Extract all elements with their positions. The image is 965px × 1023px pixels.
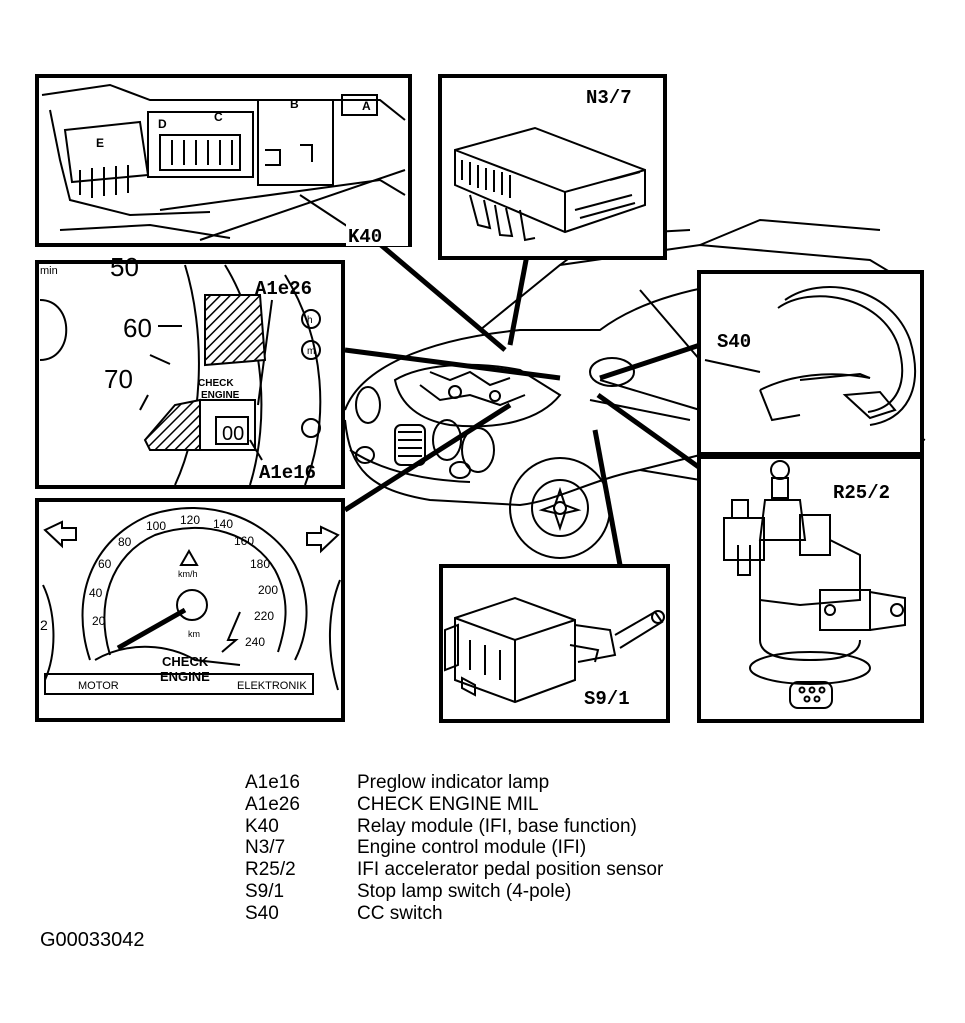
legend-row: A1e16 Preglow indicator lamp bbox=[245, 772, 663, 794]
figure-id: G00033042 bbox=[40, 929, 145, 951]
legend-description: IFI accelerator pedal position sensor bbox=[357, 859, 664, 881]
cluster-lamp-text-1: CHECK bbox=[198, 378, 234, 389]
legend-code: K40 bbox=[245, 815, 279, 837]
s40-callout: S40 bbox=[717, 331, 751, 353]
speedo-lamp-text-1: CHECK bbox=[162, 654, 209, 669]
cluster-odometer: 00 bbox=[222, 423, 244, 445]
instrument-cluster-inset: min 50 60 70 CHECK ENGINE 00 h m A1e26 A… bbox=[35, 252, 345, 489]
cluster-unit-label: min bbox=[40, 265, 58, 277]
speedo-unit-kmh: km/h bbox=[178, 569, 198, 579]
speed-mark-60: 60 bbox=[123, 313, 152, 343]
r25-2-sensor-inset: R25/2 bbox=[697, 455, 924, 723]
legend-description: Engine control module (IFI) bbox=[357, 837, 587, 859]
legend-description: CHECK ENGINE MIL bbox=[357, 793, 539, 815]
n3-7-ecm-inset: N3/7 bbox=[438, 74, 667, 260]
k40-callout: K40 bbox=[348, 226, 382, 248]
fuse-label-e: E bbox=[96, 136, 104, 150]
fuse-label-d: D bbox=[158, 117, 167, 131]
s9-1-switch-inset: S9/1 bbox=[439, 564, 670, 723]
legend-code: R25/2 bbox=[245, 859, 296, 881]
r25-2-callout: R25/2 bbox=[833, 482, 890, 504]
speedo-scale-200: 200 bbox=[258, 583, 278, 597]
legend-row: A1e26 CHECK ENGINE MIL bbox=[245, 794, 663, 816]
legend-code: N3/7 bbox=[245, 837, 286, 859]
a1e26-callout: A1e26 bbox=[255, 278, 312, 300]
speedo-unit-km: km bbox=[188, 629, 200, 639]
speedometer-inset: 20 40 60 80 100 120 140 160 180 200 220 … bbox=[35, 498, 345, 722]
speedo-scale-140: 140 bbox=[213, 517, 233, 531]
speedo-bar-right: ELEKTRONIK bbox=[237, 680, 307, 692]
speedo-edge-digit: 2 bbox=[40, 617, 48, 633]
legend-row: R25/2 IFI accelerator pedal position sen… bbox=[245, 859, 663, 881]
legend-row: S40 CC switch bbox=[245, 903, 663, 925]
speedo-lamp-text-2: ENGINE bbox=[160, 669, 210, 684]
fuse-label-c: C bbox=[214, 110, 223, 124]
cluster-symbol-m: m bbox=[307, 346, 315, 357]
legend-description: Relay module (IFI, base function) bbox=[357, 815, 637, 837]
legend-description: Preglow indicator lamp bbox=[357, 772, 550, 793]
s9-1-callout: S9/1 bbox=[584, 688, 630, 710]
n3-7-callout: N3/7 bbox=[586, 87, 632, 109]
legend-row: S9/1 Stop lamp switch (4-pole) bbox=[245, 881, 663, 903]
fuse-label-a: A bbox=[362, 99, 371, 113]
speedo-scale-220: 220 bbox=[254, 609, 274, 623]
legend-description: CC switch bbox=[357, 902, 443, 924]
legend-code: S40 bbox=[245, 902, 279, 924]
legend-row: N3/7 Engine control module (IFI) bbox=[245, 837, 663, 859]
speedo-bar-left: MOTOR bbox=[78, 680, 119, 692]
legend-code: A1e26 bbox=[245, 793, 300, 815]
k40-relay-module-inset: E D C B A K40 bbox=[35, 74, 412, 248]
legend-description: Stop lamp switch (4-pole) bbox=[357, 880, 572, 902]
speedo-scale-240: 240 bbox=[245, 635, 265, 649]
fuse-label-b: B bbox=[290, 97, 299, 111]
speedo-scale-180: 180 bbox=[250, 557, 270, 571]
leader-lines bbox=[343, 238, 702, 566]
speedo-scale-120: 120 bbox=[180, 513, 200, 527]
speedo-scale-80: 80 bbox=[118, 535, 132, 549]
legend-code: S9/1 bbox=[245, 880, 285, 902]
speedo-scale-20: 20 bbox=[92, 614, 106, 628]
a1e16-callout: A1e16 bbox=[259, 462, 316, 484]
legend-row: K40 Relay module (IFI, base function) bbox=[245, 816, 663, 838]
speedo-scale-160: 160 bbox=[234, 534, 254, 548]
legend-code: A1e16 bbox=[245, 772, 300, 793]
cluster-lamp-text-2: ENGINE bbox=[201, 390, 240, 401]
speedo-scale-100: 100 bbox=[146, 519, 166, 533]
speed-mark-50: 50 bbox=[110, 252, 139, 282]
s40-cc-switch-inset: S40 bbox=[697, 270, 924, 456]
speedo-scale-60: 60 bbox=[98, 557, 112, 571]
cluster-symbol-h: h bbox=[307, 315, 313, 326]
component-legend: A1e16 Preglow indicator lamp A1e26 CHECK… bbox=[245, 772, 663, 925]
component-locator-diagram: E D C B A K40 N3/7 bbox=[35, 74, 926, 723]
speed-mark-70: 70 bbox=[104, 364, 133, 394]
speedo-scale-40: 40 bbox=[89, 586, 103, 600]
